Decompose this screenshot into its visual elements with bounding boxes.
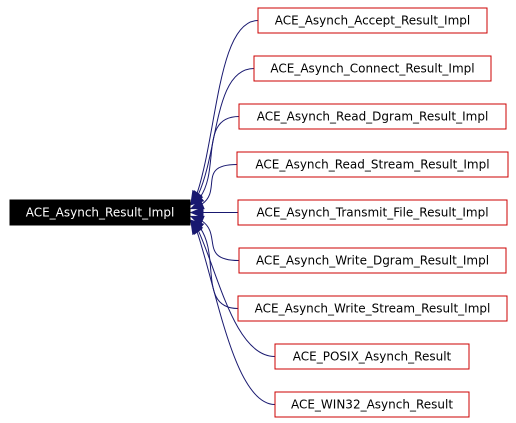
derived-class-label: ACE_WIN32_Asynch_Result xyxy=(291,398,453,412)
inheritance-edge xyxy=(199,227,239,309)
inheritance-edge xyxy=(198,68,255,195)
derived-class-node[interactable]: ACE_Asynch_Read_Dgram_Result_Impl xyxy=(238,103,507,130)
derived-class-label: ACE_Asynch_Write_Dgram_Result_Impl xyxy=(256,254,489,268)
derived-class-box xyxy=(238,247,507,274)
inheritance-edge xyxy=(196,231,276,405)
derived-class-node[interactable]: ACE_Asynch_Transmit_File_Result_Impl xyxy=(237,199,508,226)
derived-class-node[interactable]: ACE_POSIX_Asynch_Result xyxy=(274,343,470,370)
derived-class-label: ACE_Asynch_Read_Dgram_Result_Impl xyxy=(257,110,489,124)
derived-class-nodes: ACE_Asynch_Accept_Result_ImplACE_Asynch_… xyxy=(236,7,509,418)
derived-class-node[interactable]: ACE_Asynch_Connect_Result_Impl xyxy=(253,55,492,82)
derived-class-node[interactable]: ACE_Asynch_Read_Stream_Result_Impl xyxy=(236,151,509,178)
inheritance-arrowhead xyxy=(189,198,205,210)
inheritance-edge xyxy=(196,20,259,194)
derived-class-label: ACE_Asynch_Accept_Result_Impl xyxy=(275,14,471,28)
derived-class-box xyxy=(274,343,470,370)
inheritance-edge xyxy=(199,116,240,198)
derived-class-box xyxy=(274,391,470,418)
inheritance-arrowhead xyxy=(189,206,204,219)
derived-class-label: ACE_Asynch_Write_Stream_Result_Impl xyxy=(255,302,491,316)
derived-class-node[interactable]: ACE_WIN32_Asynch_Result xyxy=(274,391,470,418)
derived-class-box xyxy=(253,55,492,82)
derived-class-box xyxy=(257,7,488,34)
inheritance-edge xyxy=(198,230,276,357)
base-class-label: ACE_Asynch_Result_Impl xyxy=(26,206,175,220)
base-class-node[interactable]: ACE_Asynch_Result_Impl xyxy=(9,199,191,226)
base-class-box xyxy=(9,199,191,226)
inheritance-arrowhead xyxy=(190,220,203,236)
derived-class-label: ACE_Asynch_Connect_Result_Impl xyxy=(270,62,474,76)
derived-class-box xyxy=(236,151,509,178)
derived-class-node[interactable]: ACE_Asynch_Write_Dgram_Result_Impl xyxy=(238,247,507,274)
inheritance-edges xyxy=(189,20,276,405)
derived-class-label: ACE_Asynch_Transmit_File_Result_Impl xyxy=(256,206,488,220)
derived-class-box xyxy=(237,199,508,226)
derived-class-label: ACE_Asynch_Read_Stream_Result_Impl xyxy=(255,158,489,172)
derived-class-box xyxy=(237,295,508,322)
derived-class-node[interactable]: ACE_Asynch_Accept_Result_Impl xyxy=(257,7,488,34)
inheritance-edge xyxy=(201,220,240,261)
derived-class-node[interactable]: ACE_Asynch_Write_Stream_Result_Impl xyxy=(237,295,508,322)
derived-class-box xyxy=(238,103,507,130)
inheritance-edge xyxy=(201,164,238,205)
derived-class-label: ACE_POSIX_Asynch_Result xyxy=(293,350,452,364)
